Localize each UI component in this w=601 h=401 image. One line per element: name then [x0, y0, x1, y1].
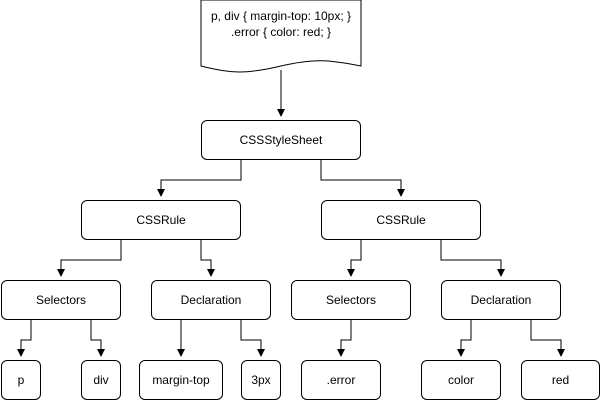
rule-2-selectors-node: Selectors [291, 280, 411, 320]
property-margin-top-node: margin-top [139, 360, 223, 400]
edge-rule-1-to-selectors [57, 240, 122, 277]
selector-error-node: .error [301, 360, 381, 400]
value-red-node: red [521, 360, 600, 400]
rule-2-declaration-node: Declaration [441, 280, 561, 320]
source-document-shape [200, 0, 362, 73]
edge-rule-2-to-declaration [440, 240, 505, 277]
stylesheet-node: CSSStyleSheet [201, 120, 361, 160]
source-document-line-1: p, div { margin-top: 10px; } [210, 9, 352, 23]
edge-declaration-2-to-red [530, 320, 565, 357]
edge-rule-2-to-selectors [347, 240, 362, 277]
edge-rule-1-to-declaration [200, 240, 215, 277]
source-document-line-2: .error { color: red; } [230, 25, 332, 39]
source-document: p, div { margin-top: 10px; } .error { co… [201, 0, 361, 48]
rule-2-node: CSSRule [321, 200, 481, 240]
edge-selectors-2-to-error [337, 320, 352, 357]
selector-p-node: p [1, 360, 41, 400]
edge-stylesheet-to-rule-2 [320, 160, 405, 197]
value-3px-node: 3px [241, 360, 281, 400]
rule-1-node: CSSRule [81, 200, 241, 240]
rule-1-declaration-node: Declaration [151, 280, 271, 320]
edge-selectors-1-to-p [17, 320, 32, 357]
edge-stylesheet-to-rule-1 [157, 160, 242, 197]
property-color-node: color [421, 360, 501, 400]
edge-declaration-1-to-3px [240, 320, 265, 357]
edge-declaration-2-to-color [457, 320, 472, 357]
selector-div-node: div [81, 360, 121, 400]
rule-1-selectors-node: Selectors [1, 280, 121, 320]
edge-selectors-1-to-div [90, 320, 105, 357]
